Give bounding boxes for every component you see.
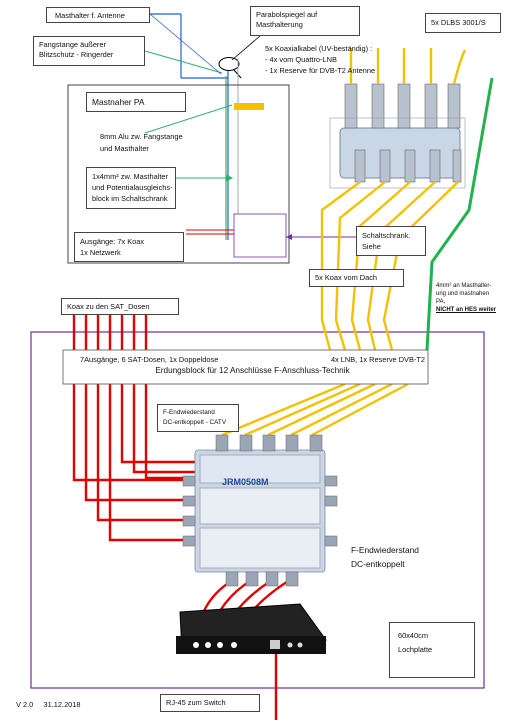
f-catv-line1: F-Endwiederstand bbox=[163, 409, 215, 416]
green-earth-cable bbox=[425, 77, 494, 351]
dlbs-connectors bbox=[344, 83, 462, 183]
cabinet-frame bbox=[30, 331, 485, 689]
koax-sat-text: Koax zu den SAT_Dosen bbox=[67, 302, 150, 311]
f-catv-line2: DC-entkoppelt - CATV bbox=[163, 419, 227, 426]
label-dlbs: 5x DLBS 3001/S bbox=[425, 13, 501, 33]
green-note-line1: 4mm² an Masthalter- bbox=[436, 283, 492, 289]
pa-region bbox=[67, 84, 290, 264]
yellow-cables-switch bbox=[221, 382, 409, 437]
schaltschrank-box bbox=[233, 213, 287, 258]
label-f-dc: F-Endwiederstand DC-entkoppelt bbox=[346, 540, 446, 574]
label-kupfer: 1x4mm² zw. Masthalter und Potentialausgl… bbox=[86, 167, 176, 209]
label-masthalter-antenne: Masthalter f. Antenne bbox=[46, 7, 150, 23]
mastnaher-pa-text: Mastnaher PA bbox=[92, 97, 145, 107]
label-alu: 8mm Alu zw. Fangstange und Masthalter bbox=[95, 128, 205, 158]
label-fangstange: Fangstange äußerer Blitzschutz - Ringerd… bbox=[33, 36, 145, 66]
label-parabolspiegel: Parabolspiegel auf Masthalterung bbox=[250, 6, 360, 36]
red-cables-top bbox=[72, 313, 148, 350]
multiswitch-brand: JRM0508M bbox=[222, 477, 269, 487]
erdungsblock-shape bbox=[62, 349, 429, 385]
green-note-line2: ung und mastnahen bbox=[436, 291, 490, 297]
label-koax-sat: Koax zu den SAT_Dosen bbox=[61, 298, 179, 315]
schaltschrank-line2: Siehe bbox=[362, 242, 381, 251]
receiver-device bbox=[176, 603, 327, 654]
label-lochplatte: 60x40cm Lochplatte bbox=[389, 622, 475, 678]
label-green-note: 4mm² an Masthalter- ung und mastnahen PA… bbox=[436, 282, 506, 314]
label-koax-dach: 5x Koax vom Dach bbox=[309, 269, 404, 287]
erdung-line1a: 7Ausgänge, 6 SAT-Dosen, 1x Doppeldose bbox=[80, 355, 219, 364]
lochplatte-line2: Lochplatte bbox=[398, 645, 433, 654]
ausgaenge-line2: 1x Netzwerk bbox=[80, 248, 121, 257]
label-mastnaher-pa: Mastnaher PA bbox=[86, 92, 186, 112]
erdung-line2: Erdungsblock für 12 Anschlüsse F-Anschlu… bbox=[155, 366, 350, 375]
ausgaenge-line1: Ausgänge: 7x Koax bbox=[80, 237, 145, 246]
kupfer-line3: block im Schaltschrank bbox=[92, 194, 168, 203]
rj45-text: RJ-45 zum Switch bbox=[166, 698, 226, 707]
fangstange-line1: Fangstange äußerer bbox=[39, 40, 106, 49]
koax-line2: - 1x Reserve für DVB-T2 Antenne bbox=[265, 66, 376, 75]
yellow-cables-down bbox=[320, 181, 459, 351]
koax-dach-text: 5x Koax vom Dach bbox=[315, 273, 378, 282]
green-note-line3: PA, bbox=[436, 299, 446, 305]
kupfer-line1: 1x4mm² zw. Masthalter bbox=[92, 172, 168, 181]
red-cables-down bbox=[72, 384, 326, 542]
yellow-cables-top bbox=[349, 48, 467, 85]
version-label: V 2.0 31.12.2018 bbox=[16, 700, 81, 709]
parabol-dish bbox=[218, 57, 240, 71]
koax-line1: - 4x vom Quattro-LNB bbox=[265, 55, 337, 64]
masthalter-antenne-text: Masthalter f. Antenne bbox=[55, 11, 125, 20]
label-schaltschrank: Schaltschrank. Siehe bbox=[356, 226, 426, 256]
erdung-line1b: 4x LNB, 1x Reserve DVB-T2 bbox=[330, 355, 425, 364]
label-koaxialkabel: 5x Koaxialkabel (UV-beständig) : - 4x vo… bbox=[260, 40, 410, 79]
f-dc-line1: F-Endwiederstand bbox=[351, 545, 419, 555]
annotation-arrows bbox=[144, 50, 234, 182]
label-rj45: RJ-45 zum Switch bbox=[160, 694, 260, 712]
lochplatte-line1: 60x40cm bbox=[398, 631, 428, 640]
koax-title: 5x Koaxialkabel (UV-beständig) : bbox=[265, 44, 373, 53]
green-note-line4: NICHT an HES weiter bbox=[436, 307, 497, 313]
erdungsblock-label: 7Ausgänge, 6 SAT-Dosen, 1x Doppeldose 4x… bbox=[80, 354, 425, 376]
mast-lines bbox=[150, 13, 229, 240]
dlbs-text: 5x DLBS 3001/S bbox=[431, 18, 486, 27]
schaltschrank-line1: Schaltschrank. bbox=[362, 231, 411, 240]
fangstange-line2: Blitzschutz - Ringerder bbox=[39, 50, 114, 59]
alu-line1: 8mm Alu zw. Fangstange bbox=[100, 132, 183, 141]
multiswitch-device bbox=[182, 434, 338, 587]
parabolspiegel-line1: Parabolspiegel auf bbox=[256, 10, 318, 19]
pa-rail bbox=[234, 103, 264, 110]
kupfer-line2: und Potentialausgleichs- bbox=[92, 183, 173, 192]
f-dc-line2: DC-entkoppelt bbox=[351, 559, 405, 569]
label-ausgaenge: Ausgänge: 7x Koax 1x Netzwerk bbox=[74, 232, 184, 262]
alu-line2: und Masthalter bbox=[100, 144, 149, 153]
label-f-catv: F-Endwiederstand DC-entkoppelt - CATV bbox=[157, 404, 239, 432]
parabolspiegel-line2: Masthalterung bbox=[256, 20, 303, 29]
